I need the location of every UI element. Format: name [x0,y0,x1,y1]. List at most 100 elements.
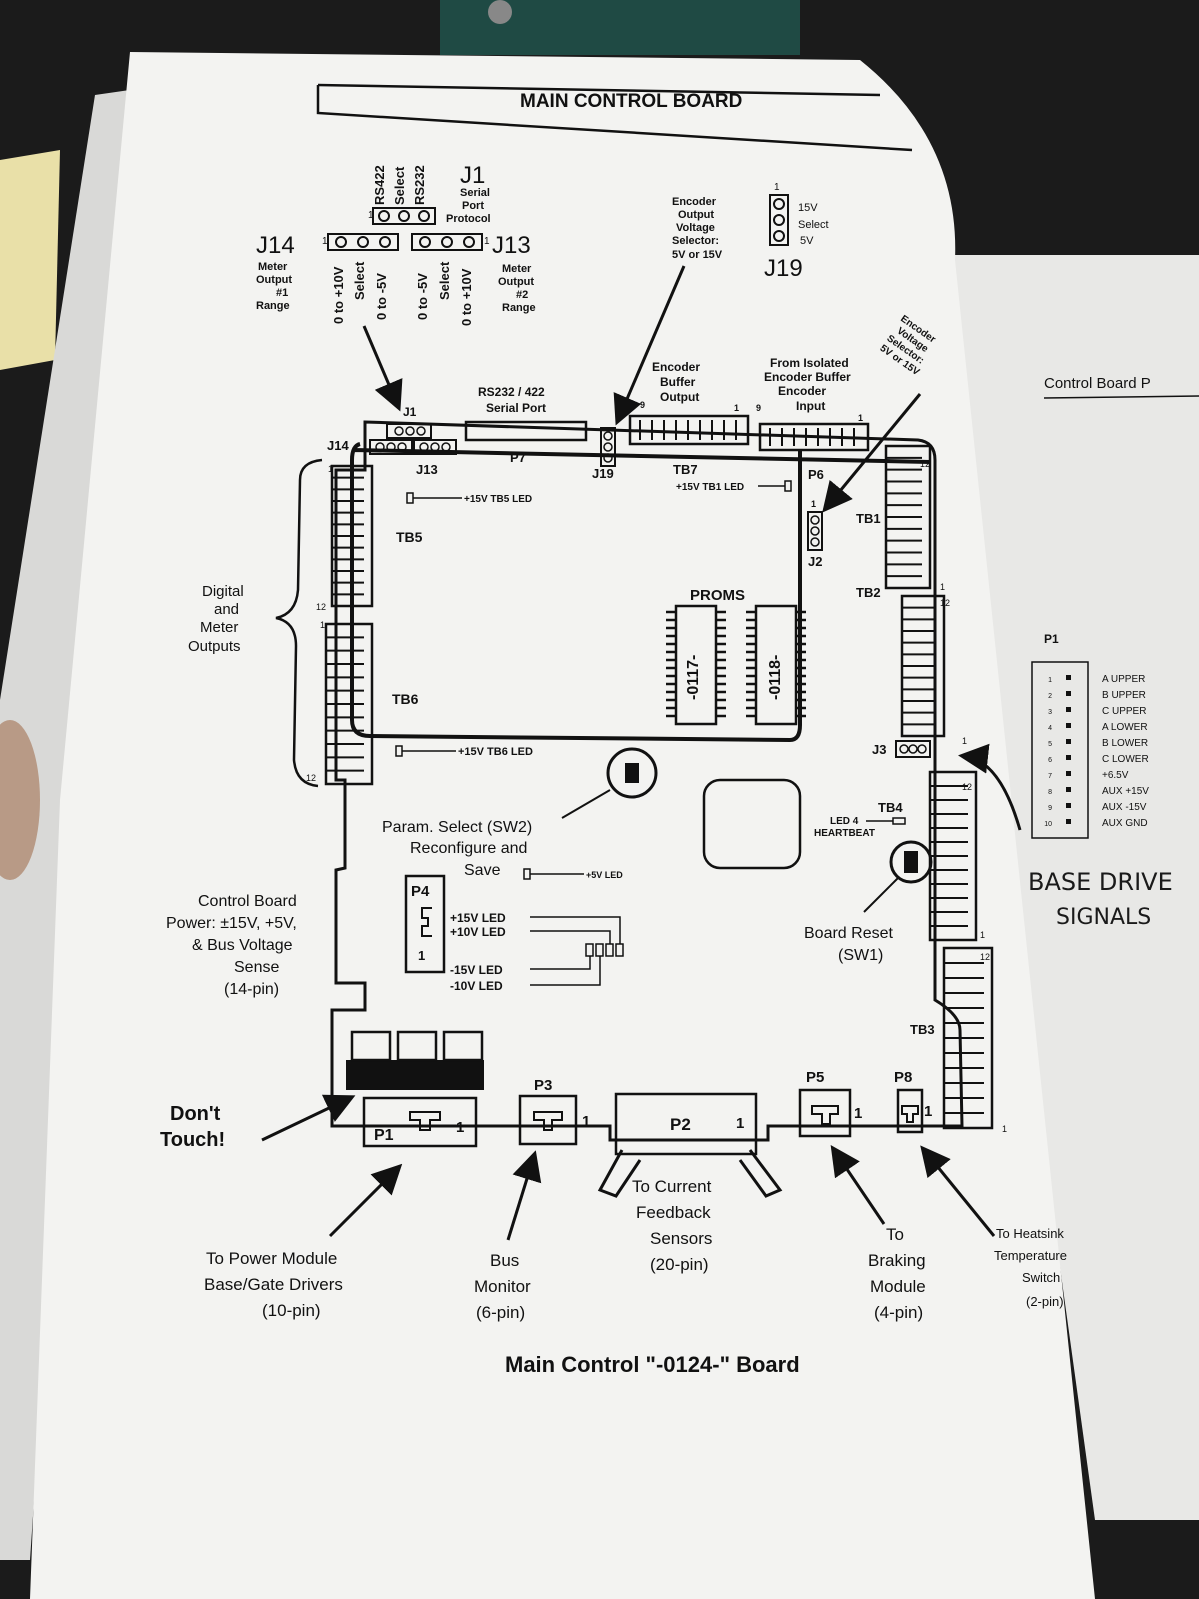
p1-pin-label: A LOWER [1102,722,1148,733]
p5-connector-icon [798,1088,852,1138]
svg-text:0 to -5V: 0 to -5V [415,273,430,320]
svg-text:12: 12 [306,773,316,783]
svg-text:Output: Output [678,209,714,221]
svg-text:#1: #1 [276,287,288,299]
svg-text:HEARTBEAT: HEARTBEAT [814,828,875,839]
yellow-paper [0,150,60,370]
svg-text:1: 1 [858,413,863,423]
svg-text:& Bus Voltage: & Bus Voltage [192,937,293,954]
svg-text:Temperature: Temperature [994,1248,1067,1263]
p1-pin-number: 9 [1048,805,1052,812]
sw2-switch-icon [606,747,658,799]
svg-text:(4-pin): (4-pin) [874,1303,923,1322]
thumb [0,720,40,880]
j1-opt-select: Select [392,166,407,205]
svg-text:1: 1 [328,464,333,474]
board-outline [330,420,964,1142]
svg-text:TB6: TB6 [392,691,419,707]
svg-text:Port: Port [462,200,484,212]
svg-text:PROMS: PROMS [690,587,745,604]
terminal-blocks [324,444,994,1130]
svg-text:Range: Range [256,300,290,312]
p1-pin-row: 7+6.5V [1048,770,1129,781]
handwritten-note-2: SIGNALS [1056,905,1151,930]
svg-text:P4: P4 [411,883,430,900]
svg-text:P5: P5 [806,1069,824,1086]
svg-text:P6: P6 [808,467,824,482]
svg-text:P7: P7 [510,450,526,465]
svg-text:Base/Gate Drivers: Base/Gate Drivers [204,1275,343,1294]
tb6-terminal-icon [324,622,374,786]
svg-text:12: 12 [980,952,990,962]
svg-text:TB7: TB7 [673,462,698,477]
svg-text:TB5: TB5 [396,529,423,545]
p1-pin-table [1031,661,1089,839]
p1-pin-number: 10 [1044,821,1052,828]
svg-text:Switch: Switch [1022,1270,1060,1285]
digital-outputs-brace [275,458,323,788]
p1-pin-label: B UPPER [1102,690,1146,701]
svg-text:1: 1 [368,210,374,221]
svg-text:To: To [886,1225,904,1244]
svg-text:TB1: TB1 [856,511,881,526]
p1-connector-icon [362,1096,478,1148]
svg-text:(6-pin): (6-pin) [476,1303,525,1322]
svg-text:1: 1 [484,236,490,247]
p1-pin-label: A UPPER [1102,674,1145,685]
svg-text:Digital: Digital [202,583,244,600]
svg-text:1: 1 [734,403,739,413]
svg-text:1: 1 [320,620,325,630]
page-title: MAIN CONTROL BOARD [520,91,742,112]
svg-text:LED 4: LED 4 [830,816,859,827]
svg-text:0 to +10V: 0 to +10V [331,266,346,324]
svg-text:Encoder: Encoder [652,360,700,374]
p1-pin-label: AUX +15V [1102,786,1149,797]
j3-jumper-icon [895,740,931,758]
svg-text:Monitor: Monitor [474,1277,531,1296]
svg-text:(2-pin): (2-pin) [1026,1294,1064,1309]
svg-text:1: 1 [736,1115,744,1132]
j1-jumper-icon [372,207,436,225]
svg-text:Input: Input [796,399,825,413]
svg-text:1: 1 [582,1113,590,1130]
svg-text:Reconfigure and: Reconfigure and [410,840,527,857]
svg-text:12: 12 [316,602,326,612]
svg-text:(20-pin): (20-pin) [650,1255,709,1274]
tb5-led-icon [406,492,462,504]
svg-text:J14: J14 [327,438,349,453]
svg-text:To Power Module: To Power Module [206,1249,337,1268]
p1-pin-label: AUX -15V [1102,802,1147,813]
p4-connector-icon [404,874,446,974]
svg-text:Bus: Bus [490,1251,519,1270]
svg-text:12: 12 [940,598,950,608]
svg-text:Output: Output [660,390,699,404]
svg-text:1: 1 [322,236,328,247]
j13-name: J13 [492,232,531,259]
handwritten-note-1: BASE DRIVE [1028,868,1173,896]
svg-text:Feedback: Feedback [636,1203,711,1222]
svg-text:+15V TB1 LED: +15V TB1 LED [676,482,744,493]
p1-title: P1 [1044,632,1059,646]
p6-connector-icon [758,422,870,452]
svg-text:0 to +10V: 0 to +10V [459,268,474,326]
screw-head [488,0,512,24]
prom-a-label: -0117- [685,655,702,700]
j19-jumper-icon [769,194,789,246]
p1-pin-number: 6 [1048,757,1052,764]
title-box: MAIN CONTROL BOARD [316,83,913,152]
svg-text:TB3: TB3 [910,1022,935,1037]
svg-text:Encoder: Encoder [672,196,717,208]
svg-text:Param. Select (SW2): Param. Select (SW2) [382,819,532,836]
svg-text:TB4: TB4 [878,800,903,815]
svg-text:5V or 15V: 5V or 15V [672,249,723,261]
j1-detail: RS422 Select RS232 1 J1 Serial Port Prot… [368,162,491,225]
svg-text:Output: Output [256,274,292,286]
svg-text:Encoder Buffer: Encoder Buffer [764,370,851,384]
svg-text:Encoder: Encoder [778,384,826,398]
p1-pin-label: C LOWER [1102,754,1149,765]
heartbeat-led-icon [866,817,906,825]
